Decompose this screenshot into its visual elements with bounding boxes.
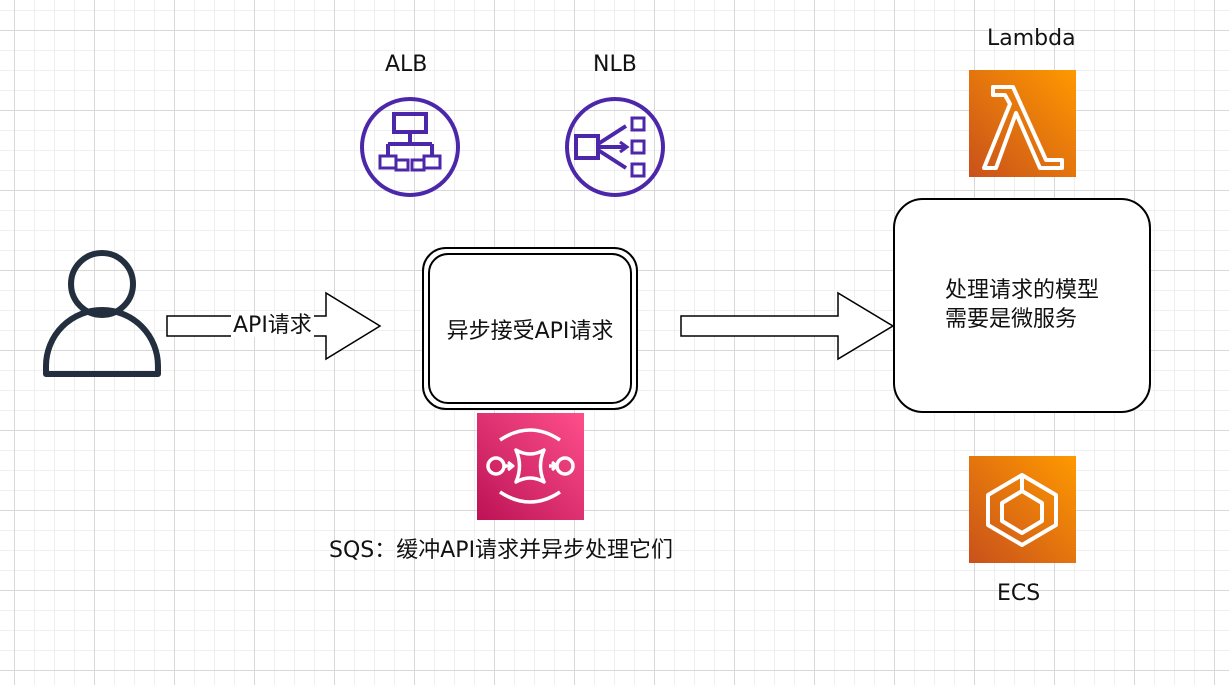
sqs-icon[interactable] [477,413,584,520]
alb-icon[interactable] [360,97,460,197]
alb-label: ALB [385,52,428,77]
forward-arrow[interactable] [680,291,895,361]
ecs-icon[interactable] [969,456,1076,563]
lambda-label: Lambda [987,26,1076,51]
async-accept-box[interactable]: 异步接受API请求 [422,247,638,410]
microservice-line1: 处理请求的模型 [944,277,1099,303]
ecs-label: ECS [997,581,1041,606]
sqs-caption: SQS：缓冲API请求并异步处理它们 [329,538,674,563]
microservice-line2: 需要是微服务 [944,306,1077,332]
async-accept-box-label: 异步接受API请求 [428,253,632,404]
user-icon[interactable] [43,250,161,377]
microservice-box[interactable]: 处理请求的模型 需要是微服务 [893,198,1151,413]
microservice-text: 处理请求的模型 需要是微服务 [945,277,1099,334]
nlb-label: NLB [593,52,637,77]
api-request-label: API请求 [231,313,314,338]
lambda-icon[interactable] [969,70,1076,177]
nlb-icon[interactable] [565,97,665,197]
